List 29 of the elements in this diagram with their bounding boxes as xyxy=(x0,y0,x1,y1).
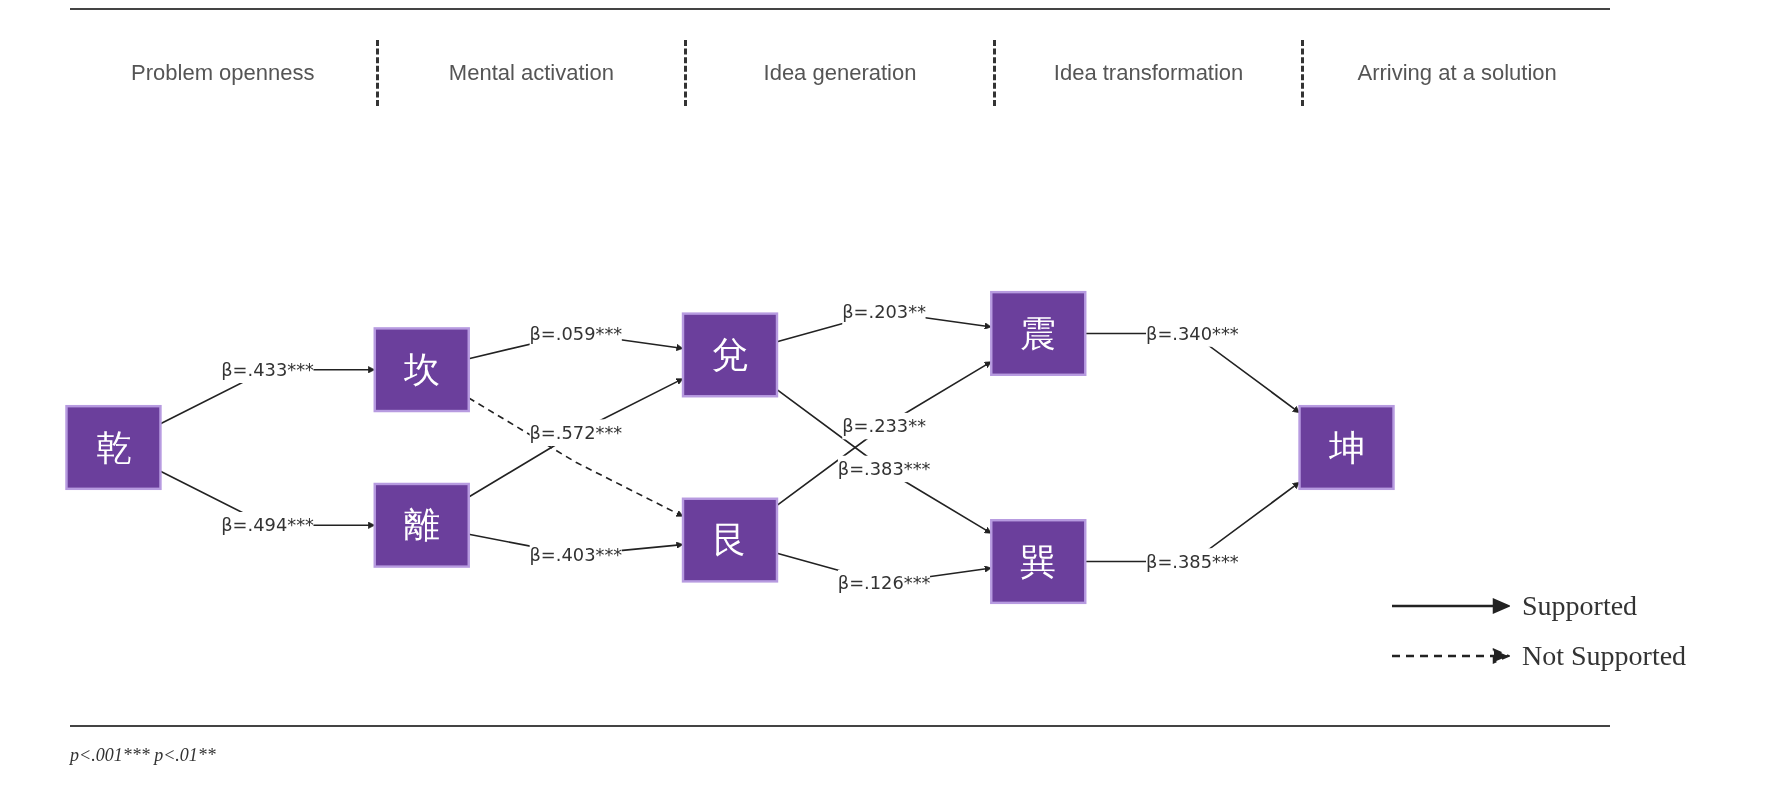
stage-heading: Arriving at a solution xyxy=(1356,59,1558,87)
edge-label: β=.233** xyxy=(842,415,927,437)
edge-label: β=.340*** xyxy=(1146,323,1239,344)
edge-label: β=.203** xyxy=(842,301,927,323)
edge-label: β=.383*** xyxy=(837,458,931,480)
edge-label: β=.494*** xyxy=(221,515,314,536)
edge-label: β=.403*** xyxy=(529,544,623,565)
node-box: 乾 xyxy=(65,404,162,491)
node-box: 震 xyxy=(990,290,1087,376)
stage-heading: Idea transformation xyxy=(995,40,1305,106)
edge-label: β=.572*** xyxy=(529,422,623,443)
arrow xyxy=(776,361,992,507)
node-box: 巽 xyxy=(990,519,1087,605)
stage-heading: Idea generation xyxy=(687,40,996,106)
significance-note: p<.001*** p<.01** xyxy=(70,745,216,766)
legend-label: Supported xyxy=(1522,590,1638,622)
edge-label: β=.126*** xyxy=(837,572,931,594)
node-box: 坤 xyxy=(1298,404,1395,491)
node-box: 兌 xyxy=(681,312,779,398)
node-box: 坎 xyxy=(373,327,470,413)
arrow xyxy=(776,388,992,534)
edge-label: β=.059*** xyxy=(529,323,623,344)
edge-label: β=.385*** xyxy=(1146,551,1239,572)
node-box: 艮 xyxy=(681,497,779,583)
edge-label: β=.433*** xyxy=(221,359,314,380)
node-box: 離 xyxy=(373,482,470,568)
legend-label: Not Supported xyxy=(1522,640,1687,672)
stage-heading: Problem openness xyxy=(70,40,379,106)
stage-heading: Mental activation xyxy=(378,40,688,106)
